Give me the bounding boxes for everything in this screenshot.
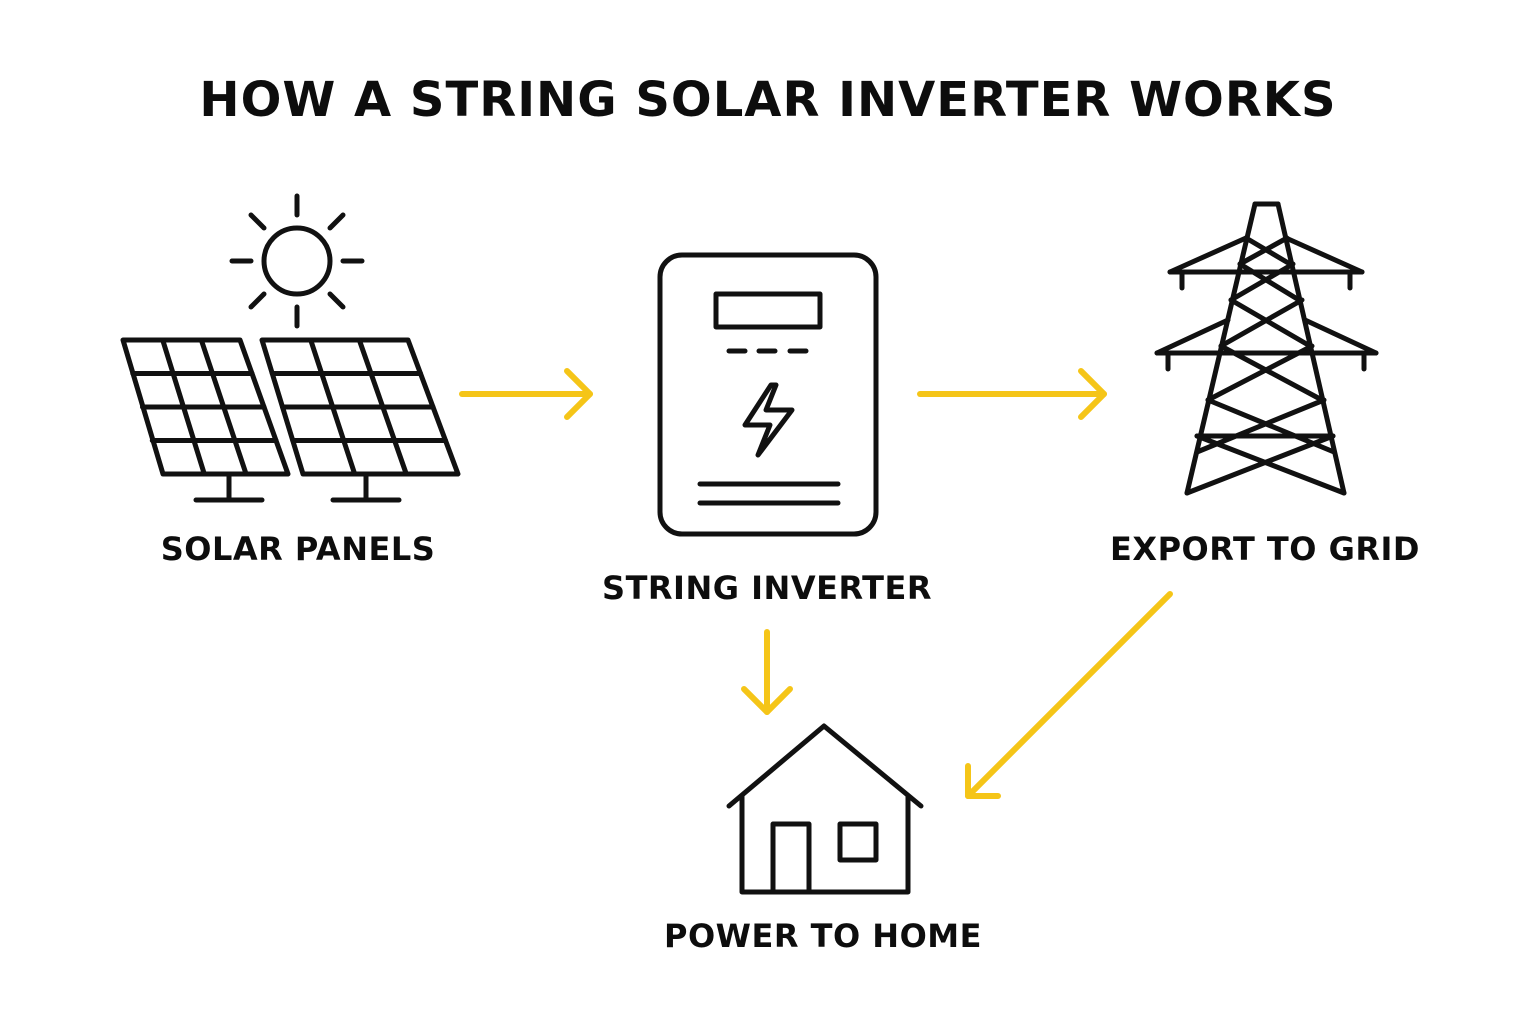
house-icon (726, 723, 924, 895)
arrow-solar-to-inverter (459, 368, 593, 420)
string-inverter-label: STRING INVERTER (602, 569, 932, 607)
arrow-inverter-to-home-head (741, 686, 793, 715)
inverter-icon (657, 252, 879, 537)
solar-panels-label: SOLAR PANELS (160, 530, 436, 568)
arrow-inverter-to-grid-head (1078, 368, 1107, 420)
power-to-home-label: POWER TO HOME (664, 917, 982, 955)
page-title: HOW A STRING SOLAR INVERTER WORKS (199, 72, 1337, 128)
transmission-tower-icon (1154, 201, 1379, 496)
lightning-bolt-icon (742, 382, 795, 458)
sun-icon (229, 193, 365, 329)
arrow-grid-to-home (965, 591, 1173, 799)
arrow-solar-to-inverter-head (564, 368, 593, 420)
arrow-grid-to-home-head (965, 763, 1001, 799)
arrow-inverter-to-home (741, 629, 793, 715)
arrow-grid-to-home-line (965, 591, 1173, 799)
arrow-inverter-to-grid (917, 368, 1107, 420)
export-to-grid-label: EXPORT TO GRID (1110, 530, 1420, 568)
solar-panel-icon (120, 337, 461, 503)
